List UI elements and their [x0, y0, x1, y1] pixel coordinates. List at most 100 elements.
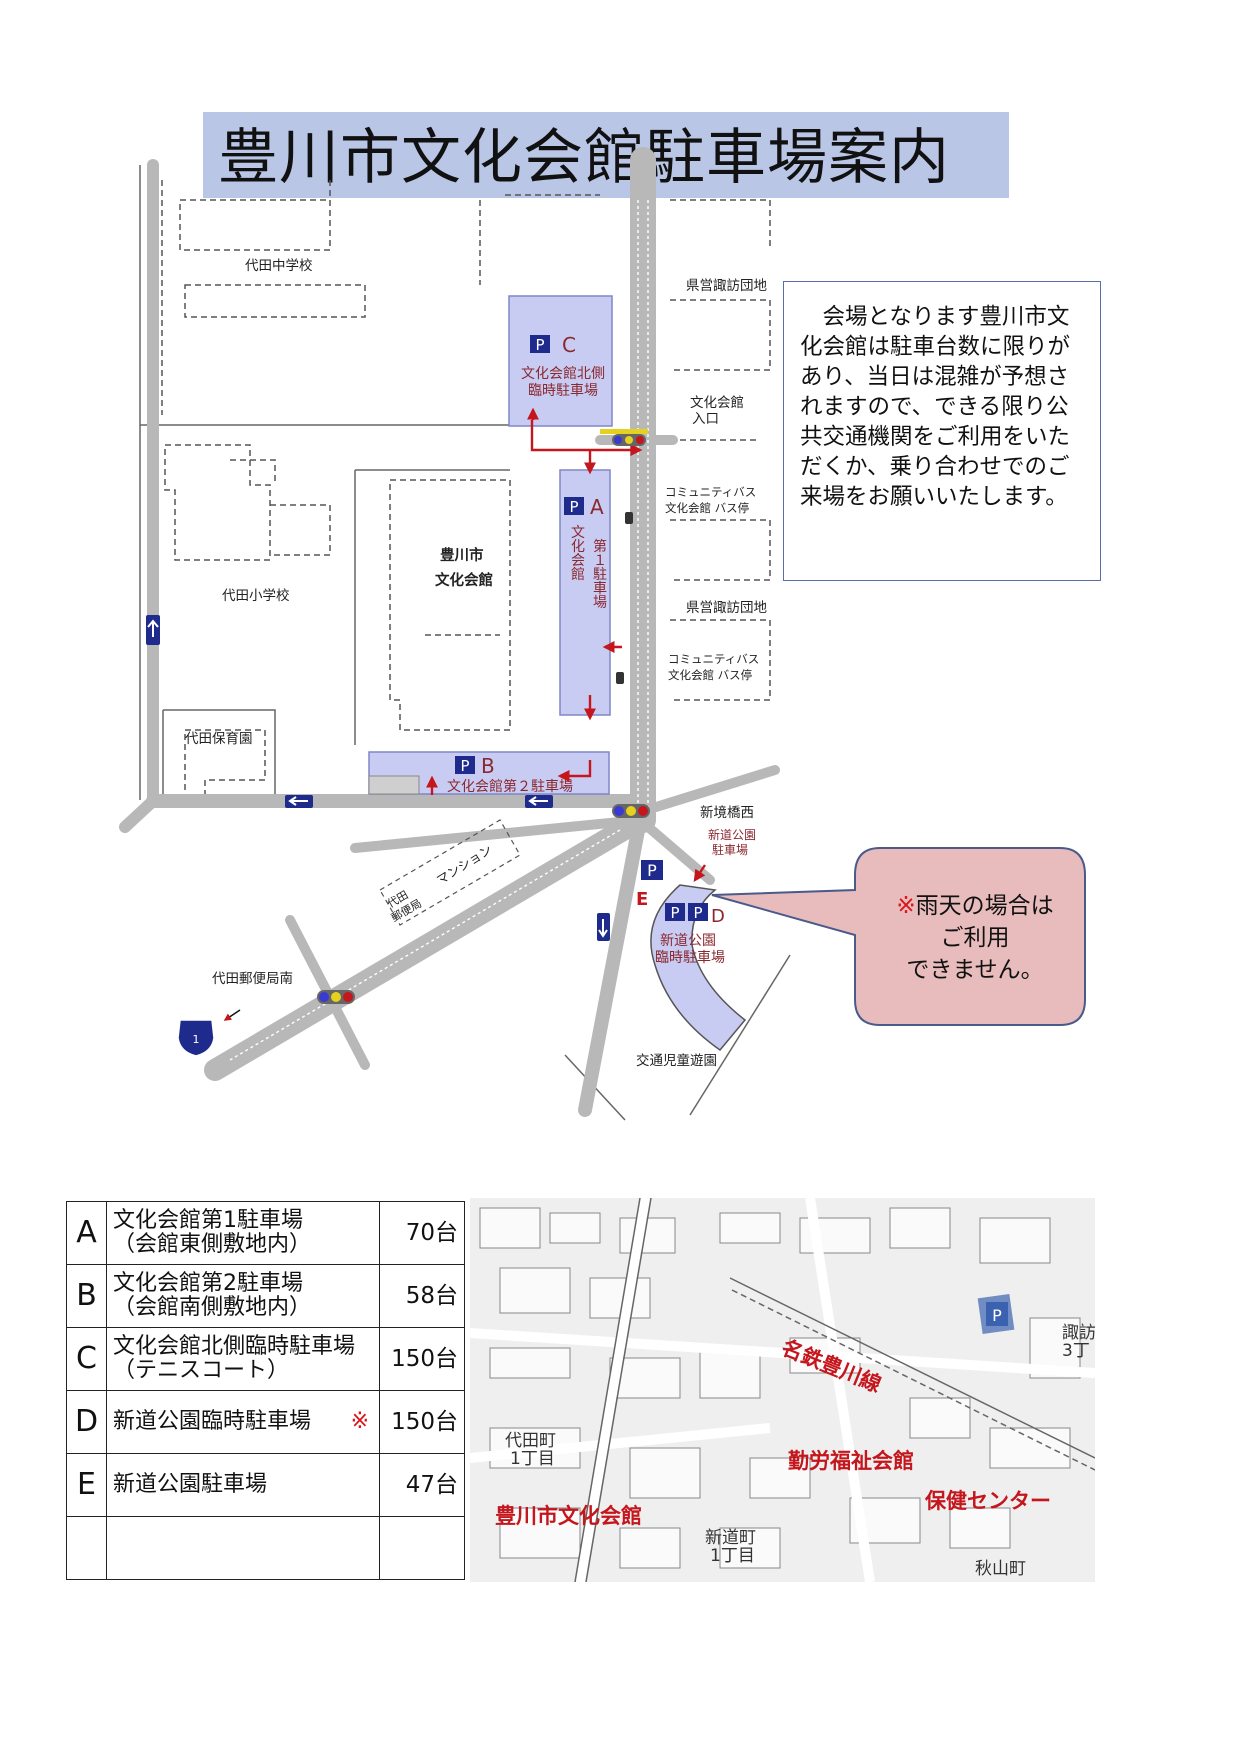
lot-name-cell: 文化会館北側臨時駐車場（テニスコート）	[106, 1327, 380, 1391]
svg-text:駐車場: 駐車場	[712, 842, 748, 857]
title-banner	[203, 112, 1009, 198]
lot-letter: A	[66, 1201, 107, 1265]
lot-c: P C 文化会館北側 臨時駐車場	[508, 295, 613, 427]
lot-letter: B	[66, 1264, 107, 1328]
svg-text:文化会館第２駐車場: 文化会館第２駐車場	[447, 778, 573, 795]
svg-text:場: 場	[593, 595, 607, 611]
lot-b: P B 文化会館第２駐車場	[368, 751, 610, 795]
traffic-lights	[317, 434, 650, 1004]
rain-mark: ※	[350, 1409, 369, 1434]
svg-text:C: C	[562, 333, 576, 357]
inset-daita-line2: 1丁目	[510, 1449, 555, 1469]
svg-text:県営諏訪団地: 県営諏訪団地	[686, 600, 767, 616]
inset-health-label: 保健センター	[924, 1489, 1051, 1513]
svg-text:第: 第	[593, 538, 607, 555]
lot-name-cell: 文化会館第2駐車場（会館南側敷地内）	[106, 1264, 380, 1328]
table-row: E 新道公園駐車場 47台	[66, 1453, 465, 1517]
svg-text:文化会館北側: 文化会館北側	[521, 365, 605, 382]
rain-callout	[711, 847, 1086, 1026]
rain-note-line2: ご利用	[940, 925, 1010, 951]
inset-shindo-line2: 1丁目	[710, 1546, 755, 1566]
svg-text:マンション: マンション	[434, 842, 495, 888]
table-row: B 文化会館第2駐車場（会館南側敷地内） 58台	[66, 1264, 465, 1328]
svg-text:車: 車	[593, 580, 607, 597]
svg-text:館: 館	[571, 566, 585, 583]
lot-name-cell: ※ 新道公園臨時駐車場	[106, 1390, 380, 1454]
lot-name: 新道公園臨時駐車場	[113, 1409, 312, 1434]
lot-capacity	[379, 1516, 465, 1580]
svg-text:文: 文	[571, 525, 585, 541]
lot-d: P P D 新道公園 臨時駐車場	[650, 884, 747, 1052]
parking-map: P C 文化会館北側 臨時駐車場 P A 文 化 会 館 第 １ 駐 車 場 P…	[119, 147, 1086, 1121]
lot-capacity: 150台	[379, 1327, 465, 1391]
svg-text:文化会館 バス停: 文化会館 バス停	[668, 668, 752, 682]
bus-stop-icons	[616, 512, 633, 684]
svg-text:P: P	[569, 498, 578, 516]
svg-text:コミュニティバス: コミュニティバス	[665, 485, 756, 499]
svg-text:交通児童遊園: 交通児童遊園	[636, 1052, 717, 1069]
lot-capacity: 58台	[379, 1264, 465, 1328]
lot-letter	[66, 1516, 107, 1580]
rain-note-line1: 雨天の場合は	[915, 893, 1054, 919]
lot-name-cell: 文化会館第1駐車場（会館東側敷地内）	[106, 1201, 380, 1265]
svg-text:コミュニティバス: コミュニティバス	[668, 652, 759, 666]
inset-p-sign: P	[992, 1306, 1002, 1325]
svg-text:代田郵便局南: 代田郵便局南	[212, 971, 293, 987]
svg-text:文化会館 バス停: 文化会館 バス停	[665, 501, 749, 515]
lot-name: 新道公園駐車場	[113, 1472, 268, 1497]
svg-text:A: A	[590, 495, 604, 519]
svg-text:代田小学校: 代田小学校	[222, 587, 290, 604]
inset-suwa-line1: 諏訪	[1062, 1323, 1095, 1343]
svg-text:P: P	[535, 336, 544, 354]
rain-note-mark: ※	[896, 893, 916, 919]
inset-hall-label: 豊川市文化会館	[495, 1504, 642, 1528]
svg-text:B: B	[481, 754, 495, 778]
table-row: D ※ 新道公園臨時駐車場 150台	[66, 1390, 465, 1454]
lot-a: P A 文 化 会 館 第 １ 駐 車 場	[559, 469, 611, 716]
svg-text:代田保育園: 代田保育園	[185, 731, 253, 747]
rain-note: ※雨天の場合は ご利用 できません。	[865, 890, 1085, 986]
lot-e: P E	[636, 860, 663, 910]
lot-name-cell	[106, 1516, 380, 1580]
svg-text:化: 化	[571, 539, 585, 555]
map-labels: 代田中学校 代田小学校 代田保育園 豊川市 文化会館 県営諏訪団地 県営諏訪団地…	[185, 257, 767, 1069]
svg-text:P: P	[647, 861, 657, 880]
svg-text:会: 会	[571, 553, 585, 569]
svg-text:臨時駐車場: 臨時駐車場	[528, 382, 598, 399]
svg-text:P: P	[460, 757, 469, 775]
inset-daita-line1: 代田町	[505, 1431, 556, 1451]
lot-letter: C	[66, 1327, 107, 1391]
inset-area-map: P 名鉄豊川線 勤労福祉会館 豊川市文化会館 保健センター 代田町 1丁目 新道…	[470, 1198, 1095, 1582]
lot-capacity: 47台	[379, 1453, 465, 1517]
crosswalk	[600, 429, 648, 434]
svg-text:P: P	[670, 904, 679, 922]
lot-name: 文化会館第2駐車場	[113, 1271, 303, 1296]
table-row	[66, 1516, 465, 1580]
svg-text:1: 1	[193, 1033, 200, 1046]
lot-name: 文化会館北側臨時駐車場	[113, 1334, 356, 1359]
lot-sub: （会館東側敷地内）	[113, 1232, 312, 1257]
lot-name-cell: 新道公園駐車場	[106, 1453, 380, 1517]
inset-suwa-line2: 3丁	[1062, 1341, 1090, 1361]
svg-text:１: １	[593, 553, 607, 569]
svg-text:新境橋西: 新境橋西	[700, 805, 754, 821]
table-row: C 文化会館北側臨時駐車場（テニスコート） 150台	[66, 1327, 465, 1391]
building-outlines	[161, 180, 771, 801]
svg-text:文化会館: 文化会館	[435, 571, 493, 589]
lot-letter: D	[66, 1390, 107, 1454]
svg-text:県営諏訪団地: 県営諏訪団地	[686, 278, 767, 294]
svg-text:新道公園: 新道公園	[708, 827, 756, 842]
notice-box: 会場となります豊川市文化会館は駐車台数に限りがあり、当日は混雑が予想されますので…	[783, 281, 1101, 581]
lot-letter: E	[66, 1453, 107, 1517]
lot-capacity: 150台	[379, 1390, 465, 1454]
parking-capacity-table: A 文化会館第1駐車場（会館東側敷地内） 70台 B 文化会館第2駐車場（会館南…	[66, 1201, 465, 1580]
table-row: A 文化会館第1駐車場（会館東側敷地内） 70台	[66, 1201, 465, 1265]
one-way-signs	[146, 615, 610, 941]
svg-text:臨時駐車場: 臨時駐車場	[655, 949, 725, 966]
rain-note-line3: できません。	[906, 957, 1044, 983]
svg-text:P: P	[693, 904, 702, 922]
inset-welfare-label: 勤労福祉会館	[788, 1449, 914, 1473]
lot-name: 文化会館第1駐車場	[113, 1208, 303, 1233]
inset-shindo-line1: 新道町	[705, 1528, 756, 1548]
route-1-shield-icon: 1	[177, 1009, 241, 1057]
